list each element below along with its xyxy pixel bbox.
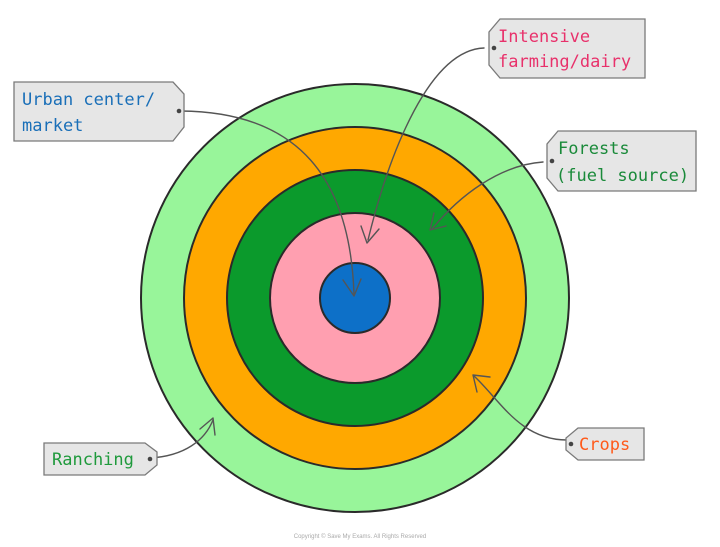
arrow-crops <box>473 375 568 441</box>
tag-hole-forests <box>549 158 555 164</box>
arrowhead-forests <box>429 212 447 231</box>
arrowhead-crops <box>472 374 491 393</box>
label-urban-center: Urban center/ market <box>13 81 185 142</box>
label-ranching-text: Ranching <box>52 450 134 470</box>
label-intensive-line1: Intensive <box>498 27 590 47</box>
tag-shape-ranching <box>43 442 158 476</box>
label-crops-text: Crops <box>579 435 630 455</box>
copyright-text: Copyright © Save My Exams. All Rights Re… <box>294 533 426 540</box>
tag-hole-ranching <box>147 456 153 462</box>
arrowhead-urban <box>342 278 362 297</box>
tag-shape-forests <box>546 130 697 192</box>
rings-group <box>140 83 570 513</box>
tag-hole-crops <box>568 441 574 447</box>
label-intensive-farming: Intensive farming/dairy <box>488 18 646 79</box>
arrows-group <box>149 47 568 459</box>
label-forests: Forests (fuel source) <box>546 130 697 192</box>
label-ranching: Ranching <box>43 442 158 476</box>
arrowhead-intensive <box>360 225 380 244</box>
tag-hole-intensive <box>491 45 497 51</box>
label-urban-line2: market <box>22 116 83 136</box>
arrow-intensive <box>367 47 485 241</box>
ring-urban-center <box>319 262 391 334</box>
label-urban-line1: Urban center/ <box>22 90 155 110</box>
label-forests-line2: (fuel source) <box>556 166 689 186</box>
label-forests-line1: Forests <box>558 139 630 159</box>
arrow-ranching <box>149 419 214 459</box>
label-crops: Crops <box>565 427 645 461</box>
arrowhead-ranching <box>199 417 216 436</box>
arrow-urban <box>180 110 355 295</box>
tag-shape-urban <box>13 81 185 142</box>
label-intensive-line2: farming/dairy <box>498 52 631 72</box>
tag-shape-intensive <box>488 18 646 79</box>
tag-shape-crops <box>565 427 645 461</box>
arrow-forests <box>431 161 544 230</box>
tag-hole-urban <box>176 108 182 114</box>
